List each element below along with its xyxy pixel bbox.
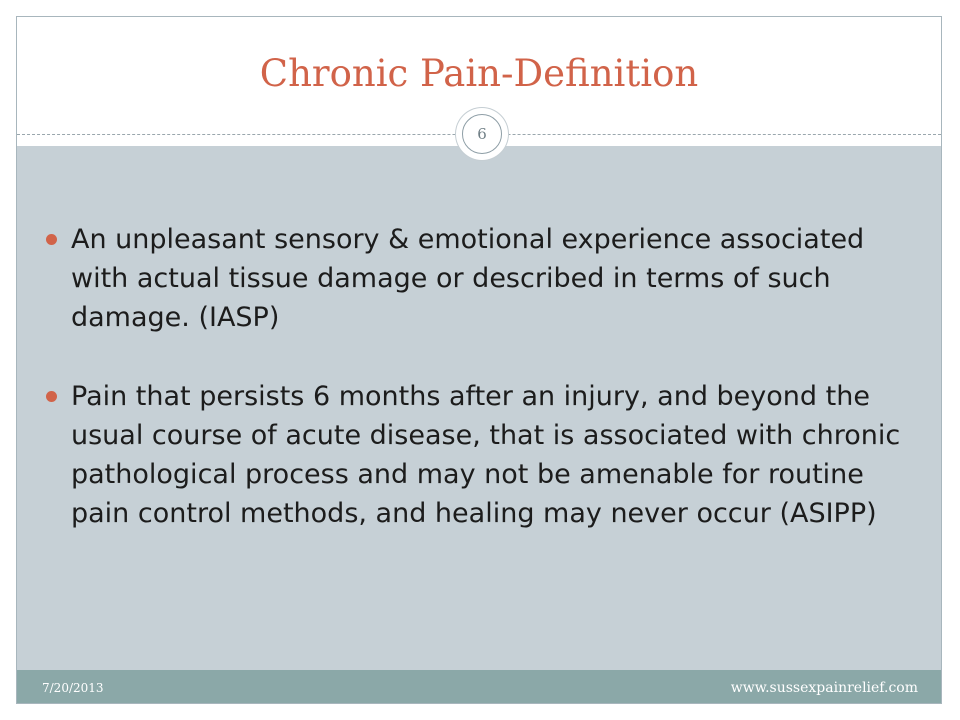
slide-number: 6 [462, 114, 502, 154]
slide-frame [16, 16, 942, 704]
bullet-dot-icon [46, 234, 57, 245]
bullet-text: An unpleasant sensory & emotional experi… [71, 224, 865, 333]
content-area [17, 146, 941, 670]
footer-url: www.sussexpainrelief.com [730, 680, 918, 696]
slide-title: Chronic Pain-Definition [259, 52, 699, 95]
bullet-item: Pain that persists 6 months after an inj… [46, 377, 916, 533]
bullet-text: Pain that persists 6 months after an inj… [71, 381, 901, 529]
bullet-list: An unpleasant sensory & emotional experi… [46, 220, 916, 533]
footer-band [17, 670, 941, 703]
slide-number-badge: 6 [456, 108, 508, 160]
bullet-item: An unpleasant sensory & emotional experi… [46, 220, 916, 337]
bullet-dot-icon [46, 391, 57, 402]
footer-date: 7/20/2013 [42, 681, 104, 695]
